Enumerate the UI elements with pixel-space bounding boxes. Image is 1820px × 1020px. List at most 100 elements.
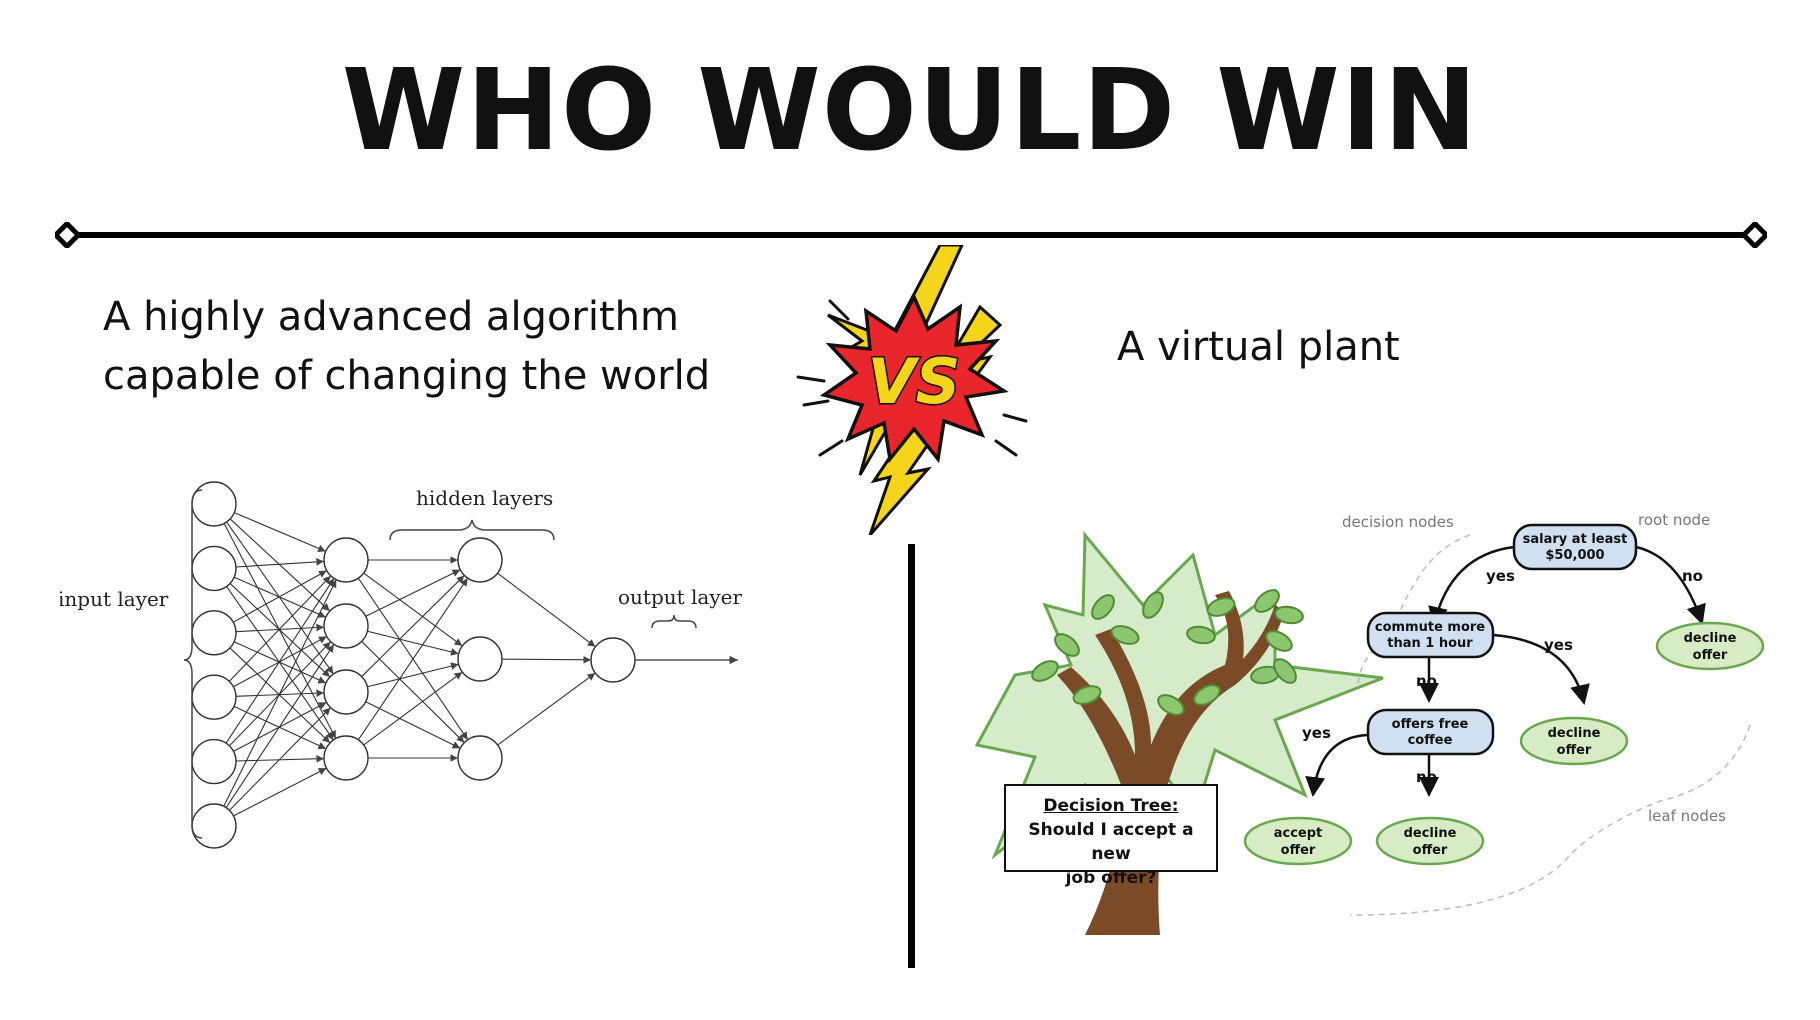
- svg-text:commute more: commute more: [1375, 620, 1485, 635]
- output-layer-label: output layer: [618, 585, 742, 609]
- right-contender-caption: A virtual plant: [1117, 324, 1400, 370]
- decision-tree-box-line1: Should I accept a new: [1028, 820, 1194, 864]
- decision-tree-caption-box: Decision Tree: Should I accept a new job…: [1004, 784, 1218, 888]
- nn-connection: [233, 641, 327, 684]
- vs-burst-icon: VS: [796, 245, 1028, 535]
- nn-connection: [223, 579, 337, 807]
- svg-text:than 1 hour: than 1 hour: [1387, 636, 1473, 651]
- nn-connection: [223, 523, 337, 739]
- edge-root-yes: yes: [1486, 567, 1515, 585]
- svg-text:offer: offer: [1557, 743, 1592, 758]
- edge-root-no: no: [1682, 567, 1703, 585]
- nn-neuron-layer-1: [323, 669, 369, 715]
- nn-connection: [363, 572, 463, 647]
- nn-connection: [365, 701, 461, 749]
- tree-illustration: [975, 530, 1384, 935]
- left-contender-caption: A highly advanced algorithm capable of c…: [103, 288, 743, 406]
- nn-connection: [367, 630, 459, 656]
- vs-label: VS: [868, 345, 961, 418]
- nn-connection: [225, 644, 335, 808]
- nn-connection: [235, 558, 325, 568]
- commute-node: commute more than 1 hour: [1366, 611, 1495, 659]
- output-layer-brace: [651, 614, 697, 629]
- nn-connection: [233, 576, 327, 618]
- coffee-node: offers free coffee: [1366, 708, 1495, 756]
- edge-commute-yes: yes: [1544, 636, 1573, 654]
- nn-neuron-layer-2: [457, 636, 503, 682]
- page-title: WHO WOULD WIN: [341, 46, 1479, 176]
- left-diamond-icon: [55, 222, 82, 248]
- nn-neuron-layer-0: [191, 738, 237, 785]
- svg-text:accept: accept: [1274, 826, 1323, 841]
- nn-connection: [235, 623, 325, 633]
- edge-coffee-yes: yes: [1302, 724, 1331, 742]
- title-divider-rule: [55, 222, 1767, 248]
- leaf-decline-offer-1: decline offer: [1655, 621, 1765, 671]
- nn-neuron-layer-1: [323, 735, 369, 781]
- nn-neuron-layer-0: [191, 674, 237, 720]
- nn-connection: [365, 569, 461, 617]
- nn-neuron-layer-1: [323, 537, 369, 583]
- svg-text:$50,000: $50,000: [1545, 548, 1604, 563]
- nn-neuron-layer-0: [191, 481, 237, 527]
- nn-connection: [235, 754, 325, 763]
- decision-tree-diagram: decision nodes root node leaf nodes yes …: [1243, 511, 1765, 916]
- nn-connection: [234, 512, 326, 552]
- svg-text:offers free: offers free: [1392, 717, 1469, 732]
- leaf-nodes-label: leaf nodes: [1648, 807, 1726, 825]
- hidden-layers-brace: [389, 519, 555, 541]
- edge-commute-no: no: [1416, 672, 1437, 690]
- decision-tree-box-line2: job offer?: [1065, 868, 1157, 888]
- root-node: salary at least $50,000: [1512, 523, 1638, 571]
- leaf-decline-offer-3: decline offer: [1375, 816, 1485, 866]
- nn-neuron-layer-0: [191, 545, 237, 592]
- right-diamond-icon: [1740, 222, 1767, 248]
- svg-text:offer: offer: [1413, 843, 1448, 858]
- nn-connection: [235, 689, 325, 698]
- nn-connection: [501, 655, 592, 664]
- nn-connection: [497, 572, 596, 648]
- nn-connection: [357, 577, 469, 741]
- nn-connection: [233, 705, 327, 750]
- nn-connection: [361, 575, 465, 677]
- nn-connection: [229, 583, 331, 678]
- decision-nodes-label: decision nodes: [1342, 513, 1454, 531]
- nn-neuron-layer-0: [191, 610, 237, 656]
- nn-neuron-layer-3: [590, 637, 636, 683]
- nn-connection: [367, 662, 459, 688]
- nn-neuron-layer-0: [191, 803, 237, 849]
- leaf-accept-offer: accept offer: [1243, 816, 1353, 866]
- svg-text:decline: decline: [1548, 726, 1601, 741]
- left-caption-line2: capable of changing the world: [103, 353, 711, 399]
- nn-connection: [228, 575, 332, 682]
- root-node-label: root node: [1638, 511, 1710, 529]
- svg-text:salary at least: salary at least: [1523, 532, 1628, 547]
- nn-connection: [225, 578, 335, 744]
- input-layer-label: input layer: [60, 587, 169, 611]
- leaf-decline-offer-2: decline offer: [1519, 716, 1629, 766]
- svg-text:offer: offer: [1693, 648, 1728, 663]
- nn-connection: [226, 521, 334, 675]
- nn-connection: [233, 767, 327, 817]
- input-layer-brace: [183, 489, 203, 839]
- nn-connection: [363, 671, 463, 746]
- tree-trunk: [1057, 591, 1285, 935]
- edge-coffee-no: no: [1416, 768, 1437, 786]
- nn-neuron-layer-2: [457, 735, 503, 781]
- decision-tree-box-title: Decision Tree:: [1043, 796, 1179, 816]
- nn-connection: [229, 707, 331, 811]
- nn-connection: [232, 570, 328, 623]
- nn-connection: [361, 641, 465, 743]
- nn-connection: [497, 672, 596, 746]
- left-caption-line1: A highly advanced algorithm: [103, 294, 679, 340]
- nn-connection: [229, 518, 331, 612]
- neural-network-diagram: input layer hidden layers output layer: [60, 481, 742, 849]
- svg-text:offer: offer: [1281, 843, 1316, 858]
- svg-text:decline: decline: [1404, 826, 1457, 841]
- hidden-layers-label: hidden layers: [416, 486, 553, 510]
- vertical-divider: [908, 544, 915, 968]
- svg-text:coffee: coffee: [1408, 733, 1453, 748]
- nn-neuron-layer-1: [323, 603, 369, 649]
- nn-connection: [226, 586, 334, 741]
- nn-neuron-layer-2: [457, 537, 503, 583]
